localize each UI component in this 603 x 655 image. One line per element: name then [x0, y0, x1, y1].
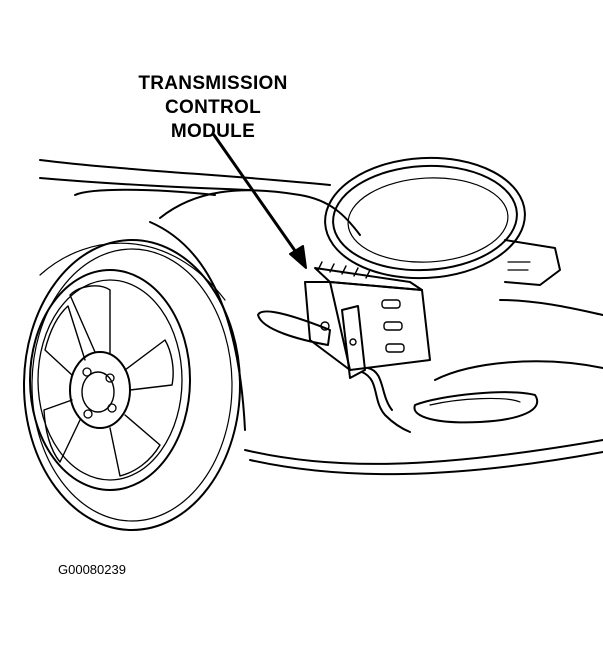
bracket-tab [257, 310, 331, 346]
fog-lamp [413, 391, 538, 424]
figure-id: G00080239 [58, 562, 126, 577]
component-callout-label: TRANSMISSION CONTROL MODULE [118, 72, 308, 144]
vehicle-body [39, 159, 603, 476]
callout-line-2: CONTROL [164, 97, 262, 118]
callout-line-1: TRANSMISSION [138, 73, 288, 94]
transmission-control-module [304, 261, 431, 433]
headlamp [324, 156, 561, 286]
callout-line-3: MODULE [170, 121, 256, 142]
callout-leader-arrow [212, 133, 307, 269]
front-wheel [23, 239, 241, 531]
